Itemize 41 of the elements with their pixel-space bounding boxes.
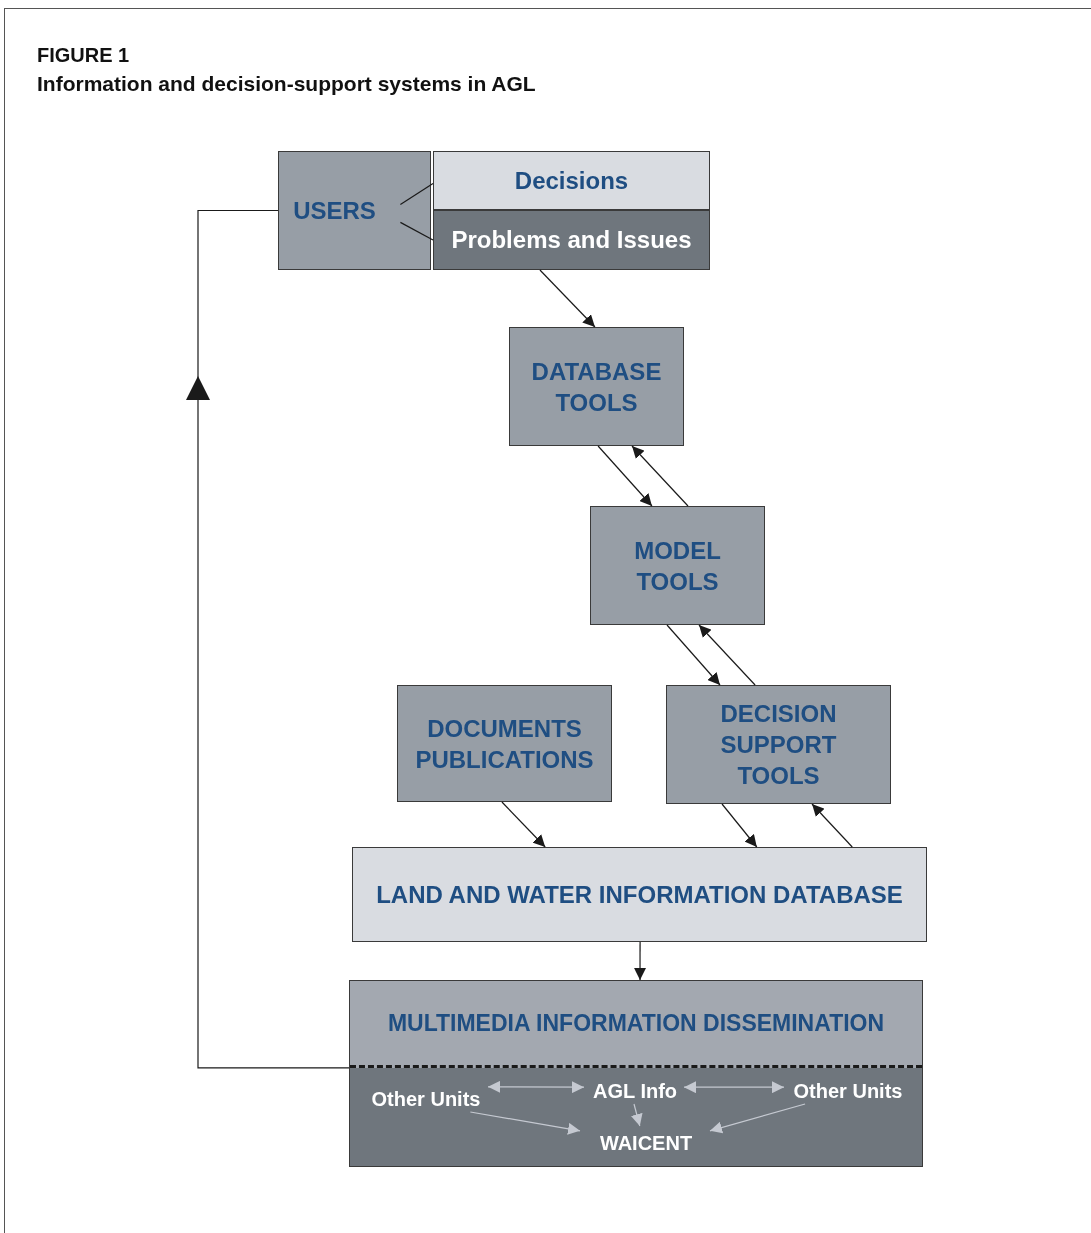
feedback-arrow bbox=[186, 209, 350, 1069]
node-text: Other Units bbox=[793, 1079, 903, 1104]
node-text: DECISION SUPPORT TOOLS bbox=[719, 699, 838, 791]
arrow bbox=[487, 1080, 585, 1094]
arrow bbox=[630, 1103, 643, 1127]
connector-line bbox=[399, 221, 434, 241]
process-box bbox=[397, 685, 612, 802]
process-box bbox=[433, 151, 710, 210]
node-text: MODEL TOOLS bbox=[633, 535, 722, 597]
dissemination-box bbox=[349, 980, 923, 1167]
figure-title: Information and decision-support systems in AGL bbox=[37, 71, 536, 97]
arrow bbox=[469, 1111, 581, 1135]
process-box bbox=[433, 210, 710, 270]
figure-number: FIGURE 1 bbox=[37, 43, 130, 68]
arrow bbox=[501, 801, 546, 848]
arrow bbox=[634, 941, 647, 981]
arrow bbox=[709, 1103, 806, 1134]
arrow bbox=[666, 624, 721, 686]
arrow bbox=[683, 1081, 785, 1094]
process-box bbox=[666, 685, 891, 804]
process-box bbox=[278, 151, 431, 270]
arrow bbox=[811, 803, 853, 848]
process-box bbox=[509, 327, 684, 446]
arrow bbox=[597, 445, 653, 507]
process-box bbox=[590, 506, 765, 625]
node-text: WAICENT bbox=[599, 1131, 693, 1156]
process-box bbox=[352, 847, 927, 942]
node-text: DATABASE TOOLS bbox=[530, 356, 663, 418]
arrow bbox=[631, 445, 689, 507]
node-text: Other Units bbox=[371, 1087, 481, 1112]
node-text: MULTIMEDIA INFORMATION DISSEMINATION bbox=[387, 1008, 885, 1038]
node-text: USERS bbox=[293, 196, 376, 226]
node-text: AGL Info bbox=[592, 1079, 678, 1104]
arrow bbox=[539, 269, 596, 328]
node-text: LAND AND WATER INFORMATION DATABASE bbox=[376, 879, 903, 910]
arrow bbox=[698, 624, 756, 686]
connector-line bbox=[399, 182, 434, 206]
node-text: Decisions bbox=[514, 165, 629, 196]
node-text: DOCUMENTS PUBLICATIONS bbox=[414, 713, 595, 775]
node-text: Problems and Issues bbox=[451, 225, 692, 255]
arrow bbox=[721, 803, 758, 848]
